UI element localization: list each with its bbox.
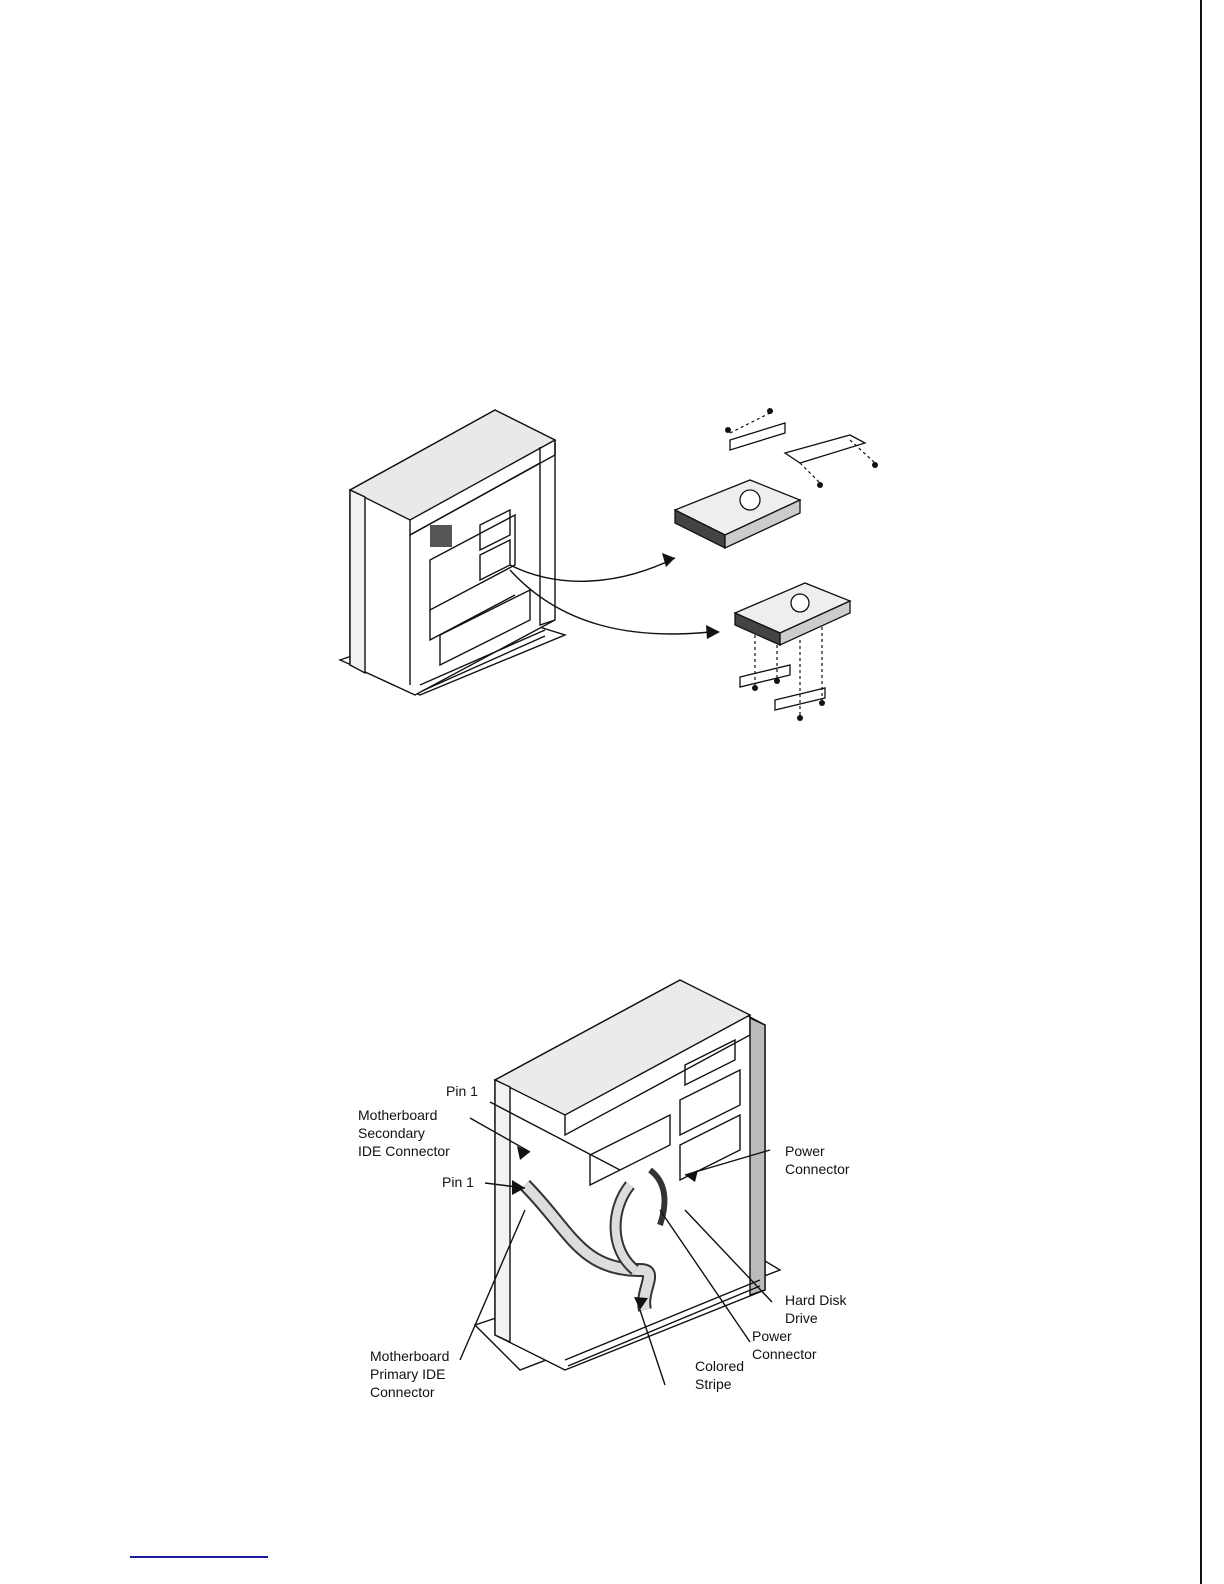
label-power-connector-top: Power Connector xyxy=(785,1142,850,1178)
label-hard-disk-drive: Hard Disk Drive xyxy=(785,1291,846,1327)
drive-removal-illustration xyxy=(330,395,900,745)
page-edge-rule xyxy=(1200,0,1202,1584)
label-pin-1-left: Pin 1 xyxy=(442,1173,474,1191)
label-colored-stripe: Colored Stripe xyxy=(695,1357,744,1393)
label-secondary-ide-connector: Motherboard Secondary IDE Connector xyxy=(358,1106,450,1160)
label-pin-1-top: Pin 1 xyxy=(446,1082,478,1100)
cable-connection-illustration: Pin 1 Motherboard Secondary IDE Connecto… xyxy=(340,970,900,1410)
label-power-connector-bottom: Power Connector xyxy=(752,1327,817,1363)
label-primary-ide-connector: Motherboard Primary IDE Connector xyxy=(370,1347,449,1401)
drive-removal-drawing xyxy=(330,395,900,745)
footnote-separator xyxy=(130,1556,268,1558)
